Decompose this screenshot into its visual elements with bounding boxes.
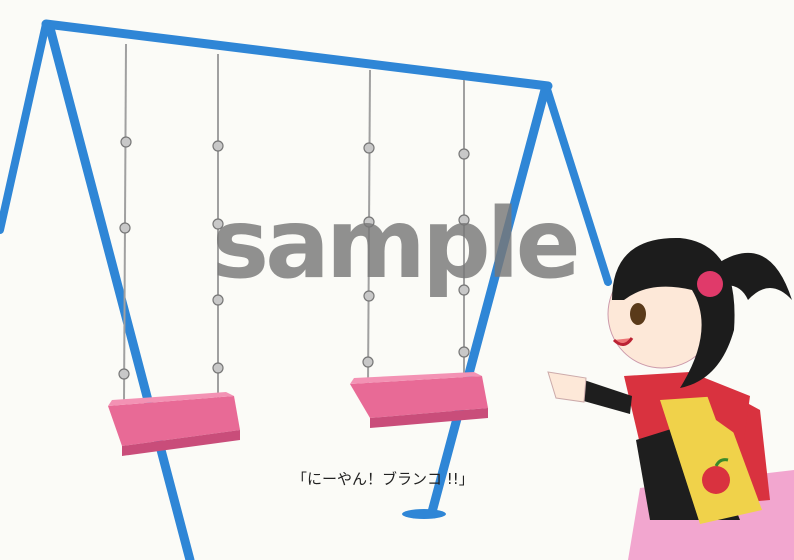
girl-hand	[547, 371, 587, 403]
apple-hair-ornament-icon	[697, 271, 723, 297]
girl-scarf	[700, 376, 750, 440]
swing-seat-right	[350, 372, 488, 428]
chain-links	[118, 136, 470, 380]
sample-watermark: sample	[212, 188, 581, 300]
girl-eye	[630, 303, 646, 325]
apple-apron-patch-icon	[702, 458, 730, 494]
dialogue-caption: 「にーやん！ブランコ !!」	[292, 470, 474, 488]
girl-arm	[580, 380, 632, 414]
girl-mouth	[612, 337, 634, 346]
girl-ponytail	[720, 252, 792, 300]
swing-seat-left	[108, 392, 240, 456]
frame-foot	[402, 509, 446, 519]
girl-apron	[660, 396, 762, 524]
girl-character	[547, 237, 794, 560]
swing-frame	[0, 19, 612, 560]
swing-chains	[123, 43, 465, 403]
